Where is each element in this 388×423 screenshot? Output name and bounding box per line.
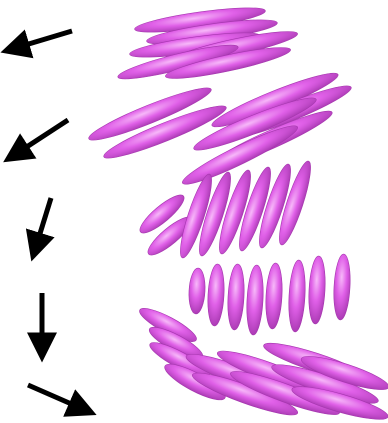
layer-2-tilted: [85, 66, 354, 191]
ellipsoid-molecule: [206, 264, 225, 327]
ellipsoid-molecule: [307, 256, 327, 325]
arrows-column: [22, 31, 76, 406]
arrow-down-left: [38, 198, 51, 240]
ellipsoid-molecule: [226, 264, 245, 331]
layer-4-vertical: [188, 254, 352, 336]
arrow-left-up: [22, 31, 72, 46]
layer-3-steep: [135, 159, 316, 261]
ellipsoid-molecule: [188, 268, 206, 315]
layer-1-tilted-left: [116, 3, 299, 85]
ellipsoid-molecule: [264, 263, 283, 330]
ellipsoid-molecule: [287, 260, 307, 333]
ellipsoid-layers: [85, 3, 388, 423]
arrow-left-down: [22, 120, 68, 150]
arrow-right-down: [28, 385, 76, 406]
layer-5-tilted-right: [136, 303, 388, 423]
ellipsoid-molecule: [245, 265, 265, 336]
ellipsoid-molecule: [332, 254, 351, 321]
